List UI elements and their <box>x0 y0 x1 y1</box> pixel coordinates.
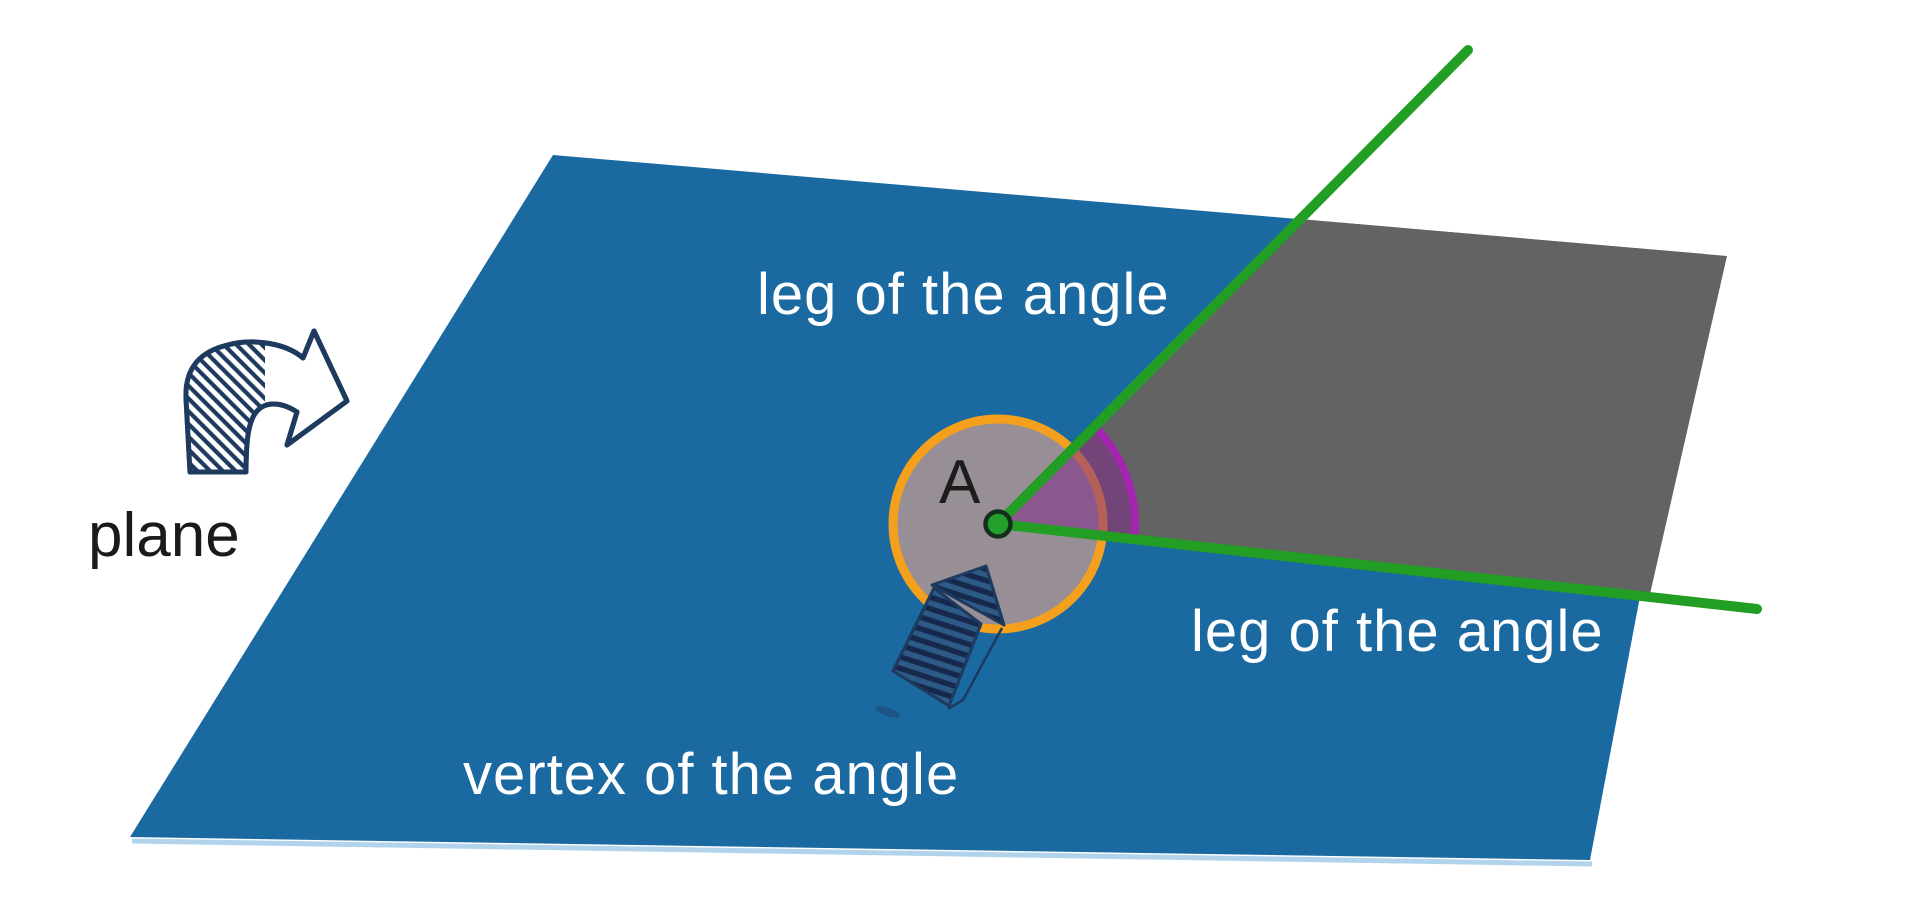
angle-halfplane-region <box>998 219 1727 594</box>
vertex-point-dot <box>983 509 1013 539</box>
vertex-of-angle-label: vertex of the angle <box>463 742 960 807</box>
plane-bottom-edge-highlight <box>131 838 1593 867</box>
leg-line-lower <box>993 519 1762 614</box>
leg-line-upper <box>993 45 1473 529</box>
vertex-point-label: A <box>939 448 981 517</box>
angle-arc <box>1091 423 1139 540</box>
leg-of-angle-label-top: leg of the angle <box>757 262 1170 327</box>
plane-rotation-arrow-icon <box>183 328 350 475</box>
leg-of-angle-label-bottom: leg of the angle <box>1191 599 1604 664</box>
vertex-pointer-arrow-icon <box>875 564 1006 718</box>
angle-sector-fill <box>998 426 1136 540</box>
plane-label: plane <box>88 501 240 570</box>
